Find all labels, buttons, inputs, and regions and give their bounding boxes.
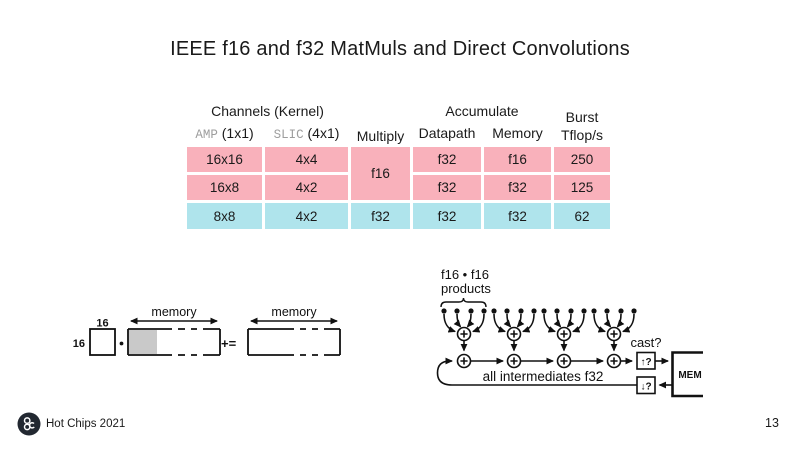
products-label-line2: products: [441, 281, 491, 296]
dim-top-label: 16: [96, 318, 108, 330]
dim-left-label: 16: [73, 338, 85, 350]
event-label: Hot Chips 2021: [46, 418, 126, 430]
upcast-arrow-icon: ↑?: [640, 357, 651, 368]
memory-accumulator-rect: [247, 328, 341, 356]
matrix-square: [89, 328, 116, 356]
products-label-line1: f16 • f16: [441, 267, 489, 282]
cell-r1-slic: 4x2: [265, 175, 348, 200]
adder-tree-diagram: f16 • f16 products cast? ↑? ↓? MEM all i…: [436, 267, 703, 398]
cell-r1-memory: f32: [484, 175, 551, 200]
table-row: 8x8 4x2 f32 f32 f32 62: [187, 203, 610, 229]
cell-r2-memory: f32: [484, 203, 551, 229]
header-channels: Channels (Kernel): [211, 103, 324, 119]
cell-r2-multiply: f32: [351, 203, 410, 229]
cell-r1-amp: 16x8: [187, 175, 262, 200]
matmul-diagram: 16 16 memory += memory: [73, 305, 341, 356]
mem-box: [671, 351, 703, 398]
memory-operand-rect: [127, 328, 221, 356]
cell-r0-datapath: f32: [413, 147, 481, 172]
downcast-arrow-icon: ↓?: [640, 382, 651, 393]
memory-label-left: memory: [151, 305, 197, 319]
amp-kernel: (1x1): [217, 124, 254, 141]
mem-label: MEM: [678, 370, 701, 381]
matmul-spec-table: Channels (Kernel) Multiply Accumulate Bu…: [184, 96, 613, 232]
intermediates-label: all intermediates f32: [483, 369, 604, 384]
adder-cluster-1: [441, 308, 486, 367]
plus-equals-label: +=: [221, 336, 237, 351]
feedback-path: [436, 357, 637, 386]
page-number: 13: [765, 416, 779, 430]
amp-label: AMP: [195, 127, 218, 142]
burst-line2: Tflop/s: [560, 126, 603, 143]
header-amp: AMP (1x1): [187, 122, 262, 144]
cell-r1-datapath: f32: [413, 175, 481, 200]
table-row: 16x16 4x4 f16 f32 f16 250: [187, 147, 610, 200]
upcast-box: [636, 351, 656, 370]
multiply-dot-icon: [119, 341, 124, 346]
products-brace: [440, 297, 487, 308]
cell-r2-amp: 8x8: [187, 203, 262, 229]
cell-r0-memory: f16: [484, 147, 551, 172]
header-slic: SLIC (4x1): [265, 122, 348, 144]
tile-shaded-region: [129, 330, 157, 354]
cell-r0-amp: 16x16: [187, 147, 262, 172]
slide-title: IEEE f16 and f32 MatMuls and Direct Conv…: [170, 38, 630, 60]
cast-label: cast?: [630, 335, 661, 350]
cell-r1-burst: 125: [554, 175, 610, 200]
adder-cluster-2: [491, 308, 536, 367]
graphcore-logo-icon: [17, 412, 41, 436]
cell-r2-burst: 62: [554, 203, 610, 229]
memory-label-right: memory: [271, 305, 317, 319]
header-memory: Memory: [492, 125, 543, 141]
table-row: 16x8 4x2 f32 f32 125: [187, 175, 610, 200]
cell-r0-burst: 250: [554, 147, 610, 172]
header-multiply: Multiply: [356, 128, 405, 144]
burst-line1: Burst: [565, 109, 599, 125]
header-accumulate: Accumulate: [445, 103, 519, 119]
adder-cluster-3: [541, 308, 586, 367]
header-datapath: Datapath: [418, 125, 476, 141]
cell-r0-multiply: f16: [351, 147, 410, 200]
slic-kernel: (4x1): [303, 124, 340, 141]
cell-r2-slic: 4x2: [265, 203, 348, 229]
cell-r0-slic: 4x4: [265, 147, 348, 172]
slic-label: SLIC: [273, 127, 304, 142]
cell-r2-datapath: f32: [413, 203, 481, 229]
